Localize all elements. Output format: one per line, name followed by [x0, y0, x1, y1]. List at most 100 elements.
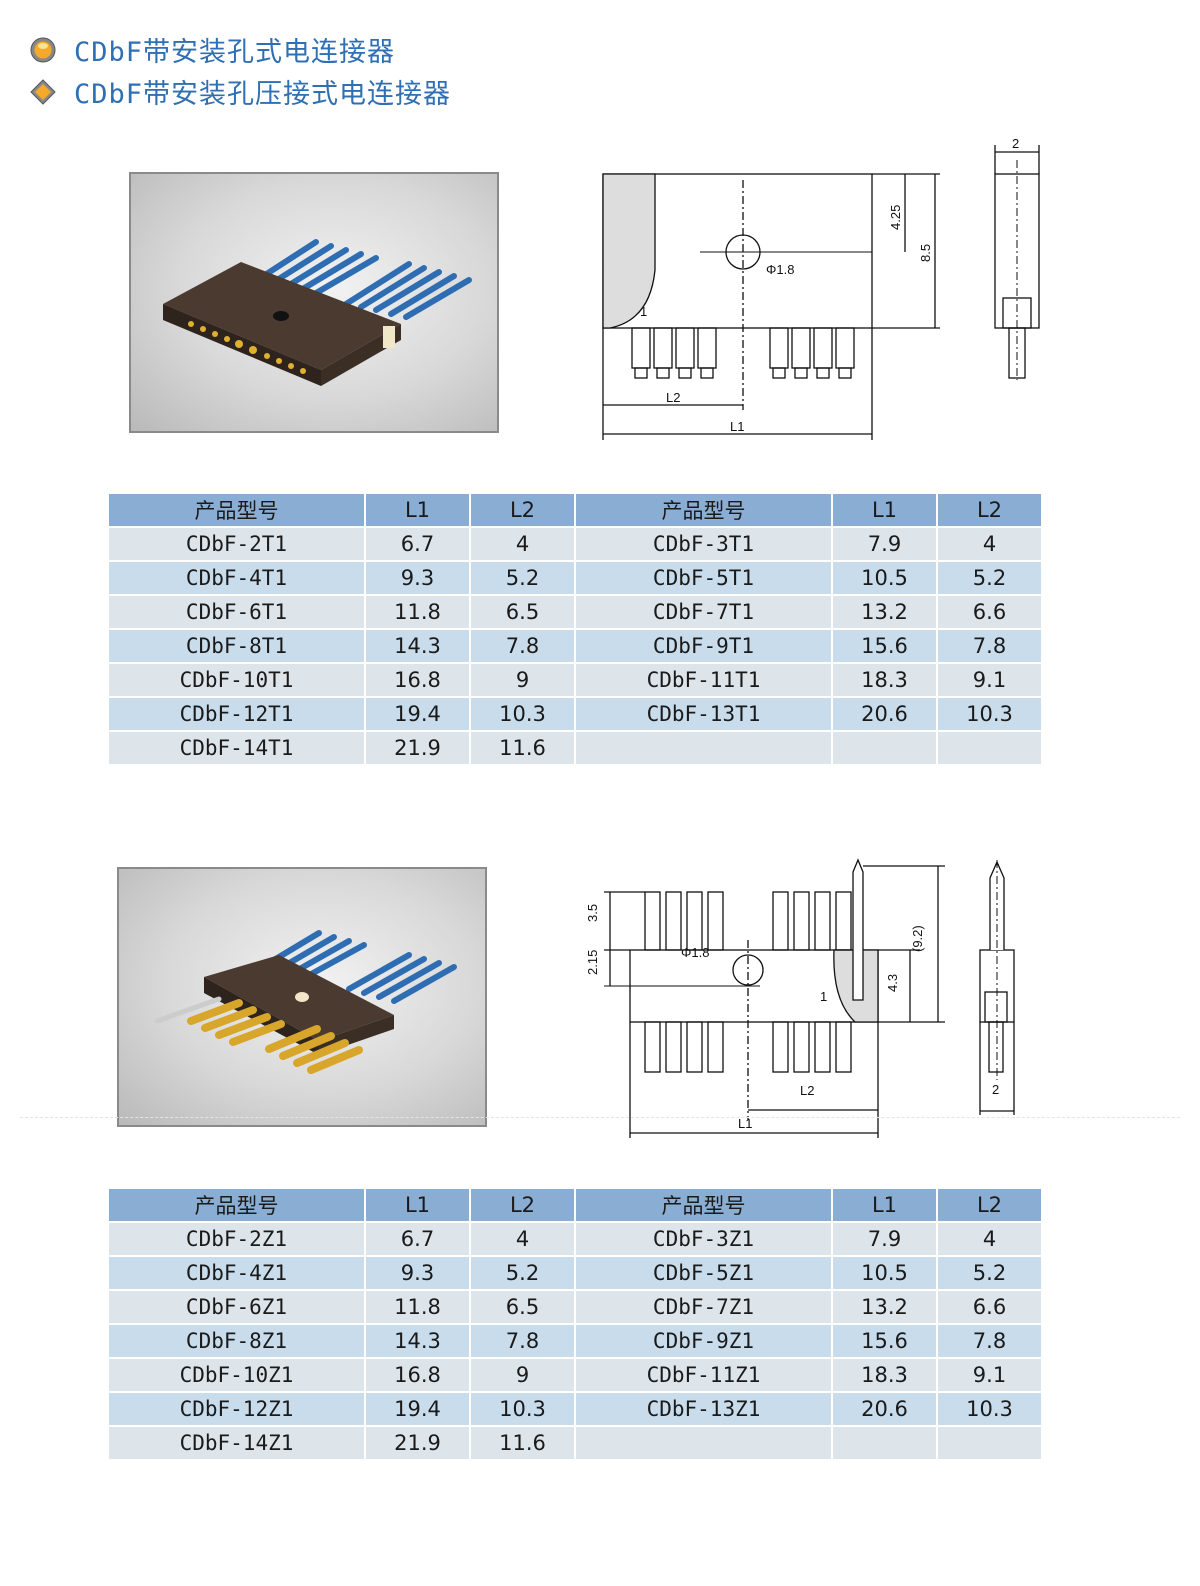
- section-divider: [20, 1117, 1180, 1118]
- l2-cell: 6.6: [938, 596, 1041, 630]
- pin: [838, 367, 852, 379]
- model-cell: CDbF-14T1: [109, 732, 364, 766]
- connector-render-image: [154, 930, 457, 1074]
- l1-cell: 13.2: [833, 596, 936, 630]
- l1-cell: 7.9: [833, 528, 936, 562]
- pin: [772, 367, 786, 379]
- hole-diameter-label: Φ1.8: [681, 945, 709, 960]
- column-header: L1: [833, 1189, 936, 1223]
- model-cell: [576, 732, 831, 766]
- l2-cell: 4: [938, 528, 1041, 562]
- model-cell: CDbF-5T1: [576, 562, 831, 596]
- dim-hole-offset-label: 2.15: [585, 950, 600, 975]
- l2-cell: 10.3: [938, 1393, 1041, 1427]
- pin: [707, 1021, 724, 1073]
- l1-cell: 20.6: [833, 1393, 936, 1427]
- l2-cell: [938, 732, 1041, 766]
- callout-1-label: 1: [640, 304, 647, 319]
- model-cell: CDbF-3T1: [576, 528, 831, 562]
- pin: [835, 1021, 852, 1073]
- l1-cell: 14.3: [366, 1325, 469, 1359]
- model-cell: CDbF-6Z1: [109, 1291, 364, 1325]
- l2-cell: 9.1: [938, 1359, 1041, 1393]
- model-cell: CDbF-12T1: [109, 698, 364, 732]
- pin: [816, 367, 830, 379]
- model-cell: CDbF-8Z1: [109, 1325, 364, 1359]
- column-header: L1: [366, 494, 469, 528]
- l2-cell: 10.3: [938, 698, 1041, 732]
- dim-total-height-label: (9.2): [910, 925, 925, 952]
- l2-cell: 7.8: [938, 630, 1041, 664]
- l2-cell: 9: [471, 1359, 574, 1393]
- l2-cell: 7.8: [938, 1325, 1041, 1359]
- l1-cell: 18.3: [833, 664, 936, 698]
- pin: [772, 1021, 789, 1073]
- pin: [700, 367, 714, 379]
- dim-height-label: 8.5: [918, 244, 933, 262]
- l1-cell: 13.2: [833, 1291, 936, 1325]
- l2-cell: 5.2: [471, 1257, 574, 1291]
- l1-label: L1: [738, 1116, 752, 1131]
- l2-cell: 9: [471, 664, 574, 698]
- column-header: L1: [366, 1189, 469, 1223]
- model-cell: CDbF-10Z1: [109, 1359, 364, 1393]
- column-header: 产品型号: [109, 1189, 364, 1223]
- dim-body-height-label: 4.3: [885, 974, 900, 992]
- l1-cell: 21.9: [366, 732, 469, 766]
- pin: [707, 891, 724, 951]
- column-header: L2: [471, 1189, 574, 1223]
- diamond-bullet-icon: [30, 78, 56, 105]
- l2-cell: 6.5: [471, 596, 574, 630]
- pin: [686, 1021, 703, 1073]
- column-header: 产品型号: [109, 494, 364, 528]
- l1-cell: 16.8: [366, 1359, 469, 1393]
- pin: [665, 1021, 682, 1073]
- model-cell: [576, 1427, 831, 1461]
- l2-cell: 10.3: [471, 698, 574, 732]
- l2-cell: 6.5: [471, 1291, 574, 1325]
- l1-cell: 15.6: [833, 1325, 936, 1359]
- pin: [656, 367, 670, 379]
- l1-cell: 10.5: [833, 1257, 936, 1291]
- dim-width-label: 2: [1012, 136, 1019, 151]
- pin: [772, 891, 789, 951]
- l1-cell: 20.6: [833, 698, 936, 732]
- l1-cell: 7.9: [833, 1223, 936, 1257]
- circle-bullet-icon: [30, 37, 56, 62]
- model-cell: CDbF-2T1: [109, 528, 364, 562]
- pin: [665, 891, 682, 951]
- pin: [835, 891, 852, 951]
- l2-label: L2: [800, 1083, 814, 1098]
- l1-cell: 6.7: [366, 1223, 469, 1257]
- l1-cell: 16.8: [366, 664, 469, 698]
- heading-text: CDbF带安装孔压接式电连接器: [74, 79, 452, 110]
- model-cell: CDbF-10T1: [109, 664, 364, 698]
- l2-cell: 5.2: [938, 562, 1041, 596]
- l2-label: L2: [666, 390, 680, 405]
- l1-cell: [833, 1427, 936, 1461]
- column-header: L2: [471, 494, 574, 528]
- l2-cell: 11.6: [471, 1427, 574, 1461]
- heading-crimp-connector: CDbF带安装孔压接式电连接器: [30, 72, 451, 111]
- dim-pin-length-label: 3.5: [585, 904, 600, 922]
- model-cell: CDbF-9T1: [576, 630, 831, 664]
- model-cell: CDbF-9Z1: [576, 1325, 831, 1359]
- heading-mount-hole-connector: CDbF带安装孔式电连接器: [30, 30, 395, 69]
- dim-hole-height-label: 4.25: [888, 205, 903, 230]
- dim-width-label: 2: [992, 1082, 999, 1097]
- l2-cell: 11.6: [471, 732, 574, 766]
- model-cell: CDbF-11Z1: [576, 1359, 831, 1393]
- l1-cell: 19.4: [366, 698, 469, 732]
- model-cell: CDbF-11T1: [576, 664, 831, 698]
